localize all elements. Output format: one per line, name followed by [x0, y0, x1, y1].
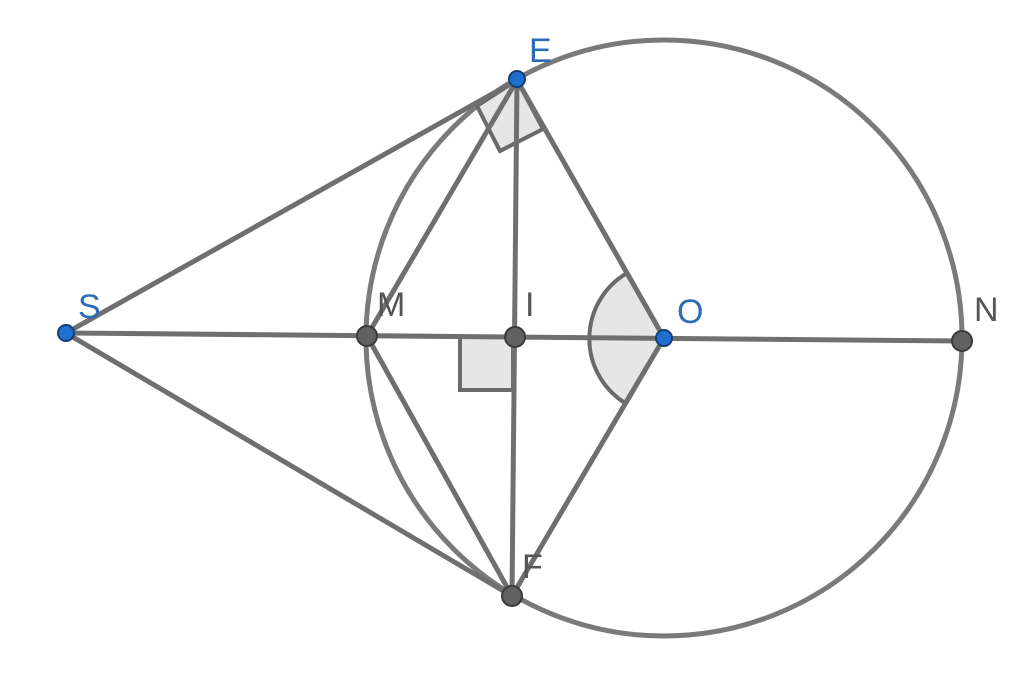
- segment-sf: [63, 330, 515, 599]
- point-e[interactable]: [508, 70, 526, 88]
- label-m: M: [377, 286, 405, 324]
- label-f: F: [522, 548, 543, 586]
- point-o[interactable]: [655, 329, 673, 347]
- label-i: I: [525, 286, 534, 324]
- point-f[interactable]: [501, 585, 523, 607]
- point-i[interactable]: [504, 326, 526, 348]
- point-s[interactable]: [57, 324, 75, 342]
- point-n[interactable]: [951, 330, 973, 352]
- label-e: E: [529, 32, 552, 70]
- segment-em: [364, 77, 520, 339]
- point-m[interactable]: [356, 325, 378, 347]
- segment-mf: [364, 333, 515, 599]
- segment-se: [63, 77, 520, 336]
- segment-of: [509, 335, 667, 599]
- label-s: S: [78, 288, 101, 326]
- label-n: N: [974, 291, 999, 329]
- right-angle-mark-i: [458, 335, 515, 392]
- label-o: O: [677, 293, 703, 331]
- segment-eo: [514, 77, 667, 341]
